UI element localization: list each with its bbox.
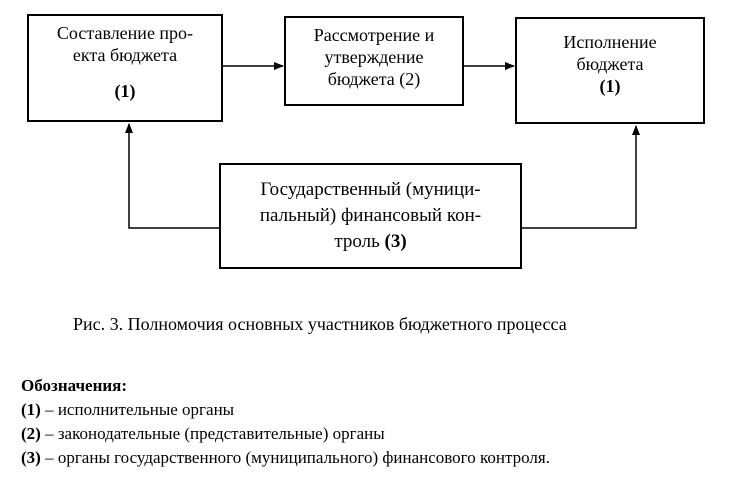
arrow-control-to-execution [522, 125, 640, 229]
legend-title: Обозначения: [21, 376, 128, 395]
box-budget-review: Рассмотрение и утверждение бюджета (2) [284, 16, 464, 106]
box-financial-control-line1: Государственный (муници- [260, 179, 481, 200]
box-budget-execution-line1: Исполнение [563, 32, 657, 52]
box-budget-execution: Исполнение бюджета (1) [515, 17, 705, 124]
legend-item-text: – законодательные (представительные) орг… [40, 424, 385, 443]
legend-item-code: (2) [21, 424, 41, 443]
box-budget-review-line3: бюджета (2) [327, 69, 421, 89]
legend-item: (3) – органы государственного (муниципал… [21, 446, 550, 470]
legend: Обозначения: (1) – исполнительные органы… [21, 374, 550, 470]
legend-item-text: – органы государственного (муниципальног… [40, 448, 550, 467]
box-financial-control-line2: пальный) финансовый кон- [259, 205, 482, 226]
legend-item-code: (1) [21, 400, 41, 419]
box-budget-draft: Составление про- екта бюджета (1) [27, 14, 223, 122]
legend-item-code: (3) [21, 448, 41, 467]
box-financial-control-line3: троль (3) [221, 229, 520, 255]
figure-caption: Рис. 3. Полномочия основных участников б… [73, 314, 567, 334]
box-financial-control: Государственный (муници- пальный) финанс… [219, 163, 522, 269]
box-budget-execution-number: (1) [599, 76, 621, 96]
legend-item: (1) – исполнительные органы [21, 398, 550, 422]
box-budget-review-line2: утверждение [324, 47, 424, 67]
box-budget-draft-number: (1) [114, 81, 136, 101]
box-budget-draft-line2: екта бюджета [72, 45, 178, 65]
legend-item-text: – исполнительные органы [40, 400, 235, 419]
box-financial-control-number: (3) [384, 231, 407, 252]
legend-item: (2) – законодательные (представительные)… [21, 422, 550, 446]
arrow-control-to-draft [125, 123, 219, 229]
box-budget-execution-line2: бюджета [576, 54, 644, 74]
box-budget-review-line1: Рассмотрение и [313, 25, 435, 45]
box-budget-draft-line1: Составление про- [56, 23, 194, 43]
box-financial-control-line3-text: троль [334, 231, 380, 252]
